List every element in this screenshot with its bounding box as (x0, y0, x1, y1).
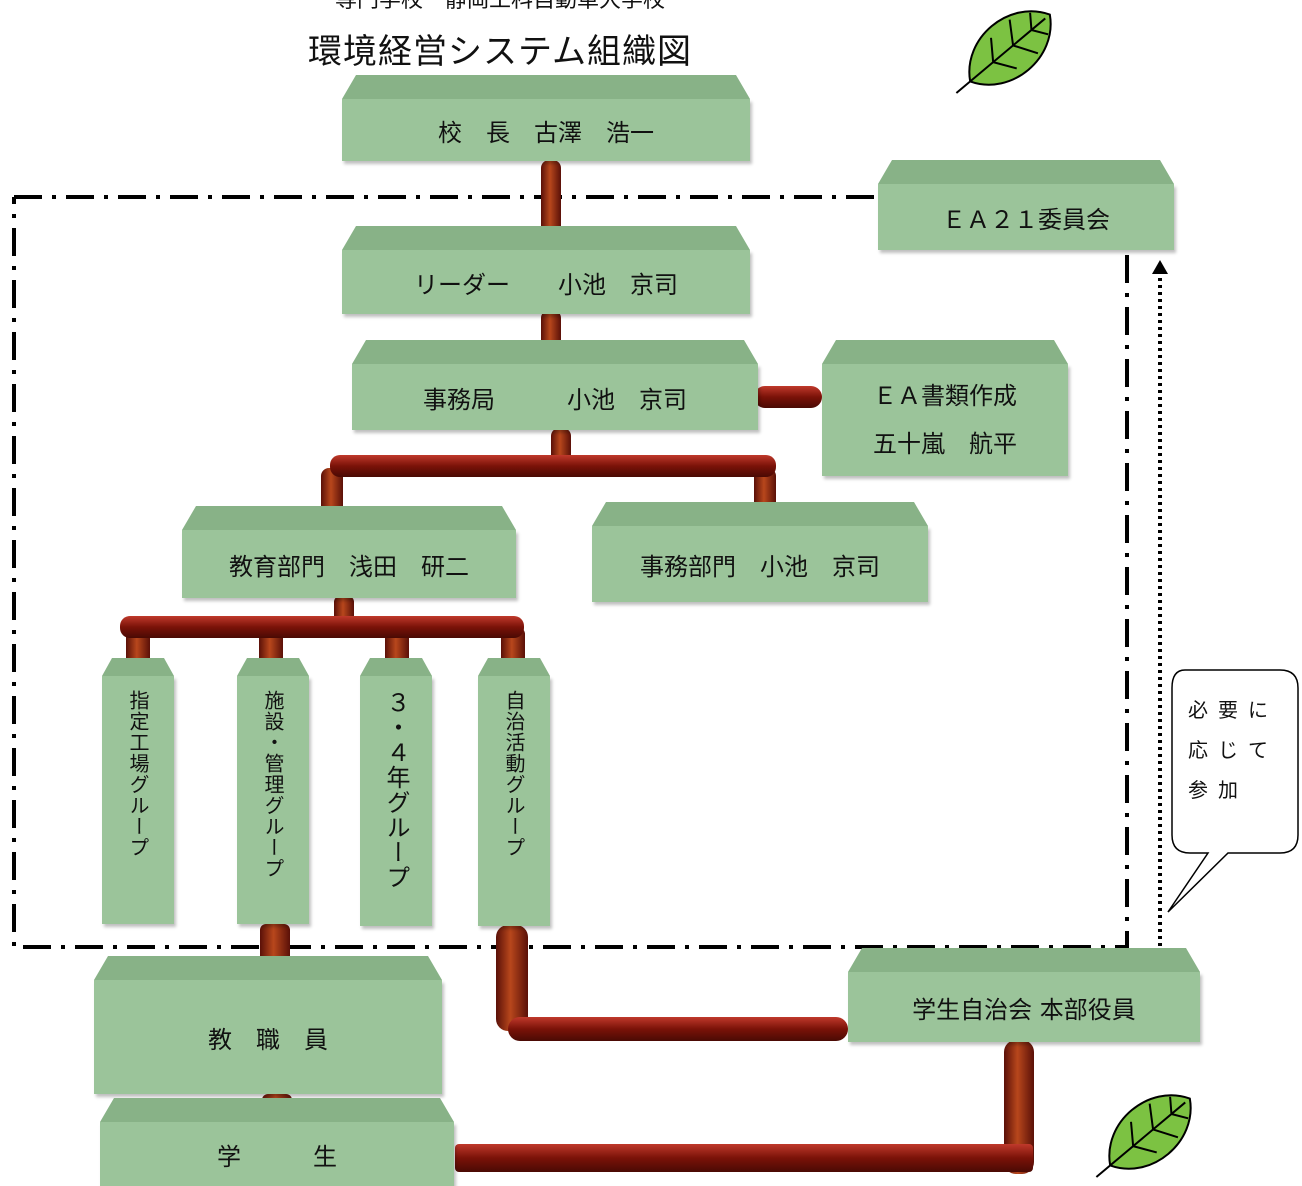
pipe-education-branch (120, 616, 524, 638)
node-group-factory-label: 指定工場グループ (126, 690, 150, 858)
note-bubble (1167, 669, 1299, 913)
node-leader: リーダー 小池 京司 (342, 250, 750, 314)
note-text: 必要に 応じて 参加 (1188, 690, 1298, 810)
pipe-selfgov-down (496, 925, 528, 1031)
node-group-selfgov: 自治活動グループ (478, 676, 550, 926)
node-group-selfgov-label: 自治活動グループ (502, 690, 526, 858)
pipe-students-council (455, 1144, 1033, 1172)
leaf-icon-top (955, 10, 1052, 94)
node-ea-documents: ＥＡ書類作成 五十嵐 航平 (822, 364, 1068, 476)
node-office-label: 事務局 小池 京司 (423, 385, 687, 414)
node-admin-dept: 事務部門 小池 京司 (592, 526, 928, 602)
node-ea-docs-line2: 五十嵐 航平 (873, 430, 1017, 458)
node-ea21-committee: ＥＡ２１委員会 (878, 184, 1174, 250)
participation-arrowhead (1152, 260, 1168, 274)
note-line2: 応じて (1188, 738, 1278, 762)
pipe-council-down (1004, 1040, 1034, 1174)
note-line1: 必要に (1188, 698, 1278, 722)
node-leader-label: リーダー 小池 京司 (414, 270, 678, 299)
node-staff-label: 教 職 員 (208, 1025, 328, 1054)
node-staff: 教 職 員 (94, 980, 442, 1094)
node-ea21-label: ＥＡ２１委員会 (942, 205, 1110, 234)
node-office: 事務局 小池 京司 (352, 364, 758, 430)
node-education-dept: 教育部門 浅田 研二 (182, 530, 516, 598)
node-group-year34-label: ３・４年グループ (382, 690, 410, 890)
node-group-facility: 施設・管理グループ (237, 676, 309, 924)
pipe-office-eadocs (754, 386, 822, 408)
node-student-council: 学生自治会 本部役員 (848, 972, 1200, 1042)
node-group-facility-label: 施設・管理グループ (261, 690, 285, 879)
node-students-label: 学 生 (217, 1142, 337, 1171)
ea-boundary (12, 195, 1129, 949)
node-student-council-label: 学生自治会 本部役員 (912, 995, 1136, 1024)
pipe-principal-leader (541, 160, 561, 238)
node-ea-docs-line1: ＥＡ書類作成 (873, 382, 1017, 410)
node-group-factory: 指定工場グループ (102, 676, 174, 924)
subtitle-school-name: 専門学校 静岡工科自動車大学校 (334, 0, 665, 13)
leaf-icon-bottom (1095, 1094, 1192, 1178)
page-title: 環境経営システム組織図 (308, 32, 692, 72)
note-line3: 参加 (1188, 778, 1248, 802)
horizontal-connectors (120, 386, 1033, 1172)
node-education-label: 教育部門 浅田 研二 (229, 552, 469, 581)
node-students: 学 生 (100, 1122, 454, 1186)
pipe-selfgov-council (508, 1017, 848, 1041)
node-principal-label: 校 長 古澤 浩一 (438, 118, 654, 147)
node-principal: 校 長 古澤 浩一 (342, 99, 750, 161)
node-admin-label: 事務部門 小池 京司 (640, 552, 880, 581)
node-group-year34: ３・４年グループ (360, 676, 432, 926)
pipe-office-branch (330, 455, 776, 477)
